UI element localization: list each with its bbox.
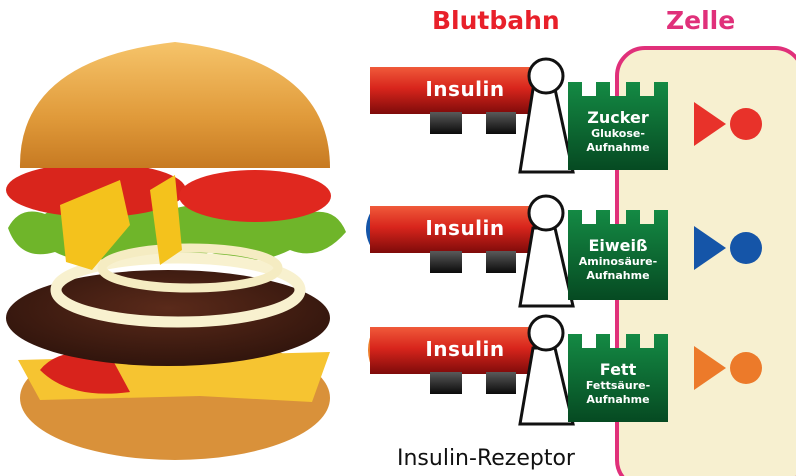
key-tooth-right [486,372,516,394]
lock-title: Eiweiß [563,236,673,255]
key-tooth-left [430,251,462,273]
lock-title: Zucker [563,108,673,127]
key-label-insulin: Insulin [375,216,555,240]
lock-label-fett: Fett Fettsäure- Aufnahme [563,360,673,407]
lock-title: Fett [563,360,673,379]
nutrient-circle-red [730,108,762,140]
key-label-insulin: Insulin [375,337,555,361]
lock-subtitle: Glukose- [563,127,673,141]
lock-subtitle: Aufnahme [563,141,673,155]
key-tooth-right [486,112,516,134]
burger-tomato-slice-right [179,170,331,222]
lock-subtitle: Fettsäure- [563,379,673,393]
lock-subtitle: Aminosäure- [563,255,673,269]
burger-top-bun [20,42,330,168]
header-zelle: Zelle [666,6,735,35]
lock-label-eiweiss: Eiweiß Aminosäure- Aufnahme [563,236,673,283]
nutrient-circle-orange [730,352,762,384]
lock-subtitle: Aufnahme [563,269,673,283]
key-tooth-left [430,372,462,394]
lock-subtitle: Aufnahme [563,393,673,407]
nutrient-circle-blue [730,232,762,264]
receptor-caption: Insulin-Rezeptor [397,446,575,471]
lock-label-zucker: Zucker Glukose- Aufnahme [563,108,673,155]
key-tooth-left [430,112,462,134]
key-label-insulin: Insulin [375,77,555,101]
header-blutbahn: Blutbahn [432,6,560,35]
key-tooth-right [486,251,516,273]
burger-illustration [6,42,346,460]
